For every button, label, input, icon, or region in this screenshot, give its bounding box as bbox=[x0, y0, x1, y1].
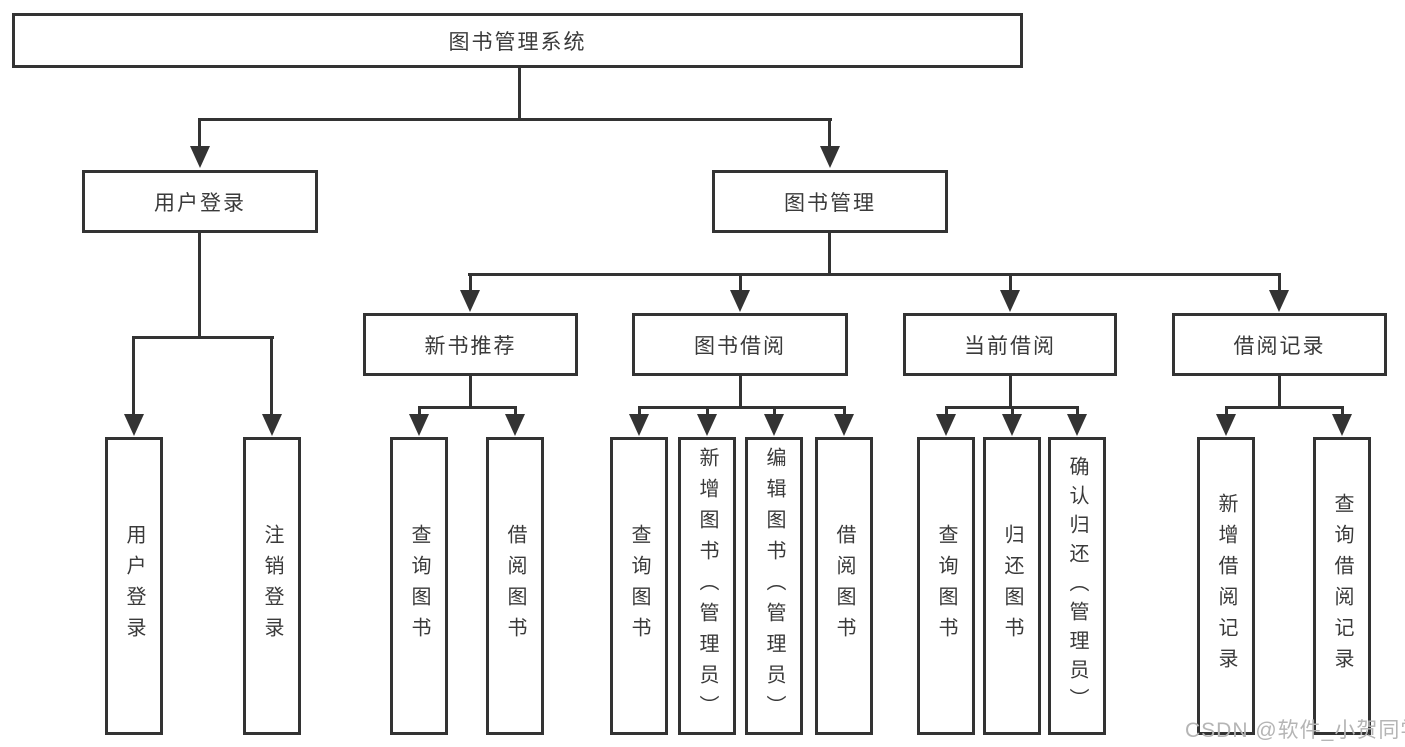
leaf-borrow-books-recommend-label: 借阅图书 bbox=[504, 524, 526, 648]
node-book-management: 图书管理 bbox=[712, 170, 948, 233]
arrowhead-down-icon bbox=[1332, 414, 1352, 436]
leaf-query-borrow-record: 查询借阅记录 bbox=[1313, 437, 1371, 735]
connector-line bbox=[1225, 408, 1228, 416]
node-book-borrow: 图书借阅 bbox=[632, 313, 848, 376]
leaf-borrow-books: 借阅图书 bbox=[815, 437, 873, 735]
connector-line bbox=[132, 336, 274, 339]
connector-line bbox=[1341, 408, 1344, 416]
arrowhead-down-icon bbox=[1269, 290, 1289, 312]
connector-line bbox=[198, 120, 201, 148]
leaf-edit-books-admin-label: 编辑图书（管理员） bbox=[763, 446, 785, 726]
leaf-confirm-return-admin-label: 确认归还（管理员） bbox=[1066, 455, 1088, 717]
leaf-confirm-return-admin: 确认归还（管理员） bbox=[1048, 437, 1106, 735]
node-book-borrow-label: 图书借阅 bbox=[694, 334, 786, 358]
connector-line bbox=[270, 338, 273, 415]
node-book-management-label: 图书管理 bbox=[784, 191, 876, 215]
node-user-login-label: 用户登录 bbox=[154, 191, 246, 215]
connector-line bbox=[828, 233, 831, 273]
connector-line bbox=[773, 408, 776, 416]
connector-line bbox=[518, 68, 521, 118]
connector-line bbox=[198, 233, 201, 336]
connector-line bbox=[418, 406, 517, 409]
leaf-query-books-recommend-label: 查询图书 bbox=[408, 524, 430, 648]
leaf-borrow-books-label: 借阅图书 bbox=[833, 524, 855, 648]
connector-line bbox=[198, 118, 832, 121]
arrowhead-down-icon bbox=[409, 414, 429, 436]
connector-line bbox=[706, 408, 709, 416]
connector-line bbox=[132, 338, 135, 415]
node-new-book-recommend: 新书推荐 bbox=[363, 313, 578, 376]
connector-line bbox=[1009, 376, 1012, 407]
arrowhead-down-icon bbox=[124, 414, 144, 436]
arrowhead-down-icon bbox=[460, 290, 480, 312]
leaf-query-books-current: 查询图书 bbox=[917, 437, 975, 735]
connector-line bbox=[843, 408, 846, 416]
leaf-query-books-recommend: 查询图书 bbox=[390, 437, 448, 735]
arrowhead-down-icon bbox=[1000, 290, 1020, 312]
leaf-add-borrow-record-label: 新增借阅记录 bbox=[1215, 493, 1237, 679]
leaf-query-books-borrow: 查询图书 bbox=[610, 437, 668, 735]
leaf-edit-books-admin: 编辑图书（管理员） bbox=[745, 437, 803, 735]
connector-line bbox=[469, 275, 472, 291]
leaf-logout: 注销登录 bbox=[243, 437, 301, 735]
arrowhead-down-icon bbox=[1067, 414, 1087, 436]
node-current-borrow-label: 当前借阅 bbox=[964, 334, 1056, 358]
connector-line bbox=[1278, 275, 1281, 291]
arrowhead-down-icon bbox=[834, 414, 854, 436]
arrowhead-down-icon bbox=[820, 146, 840, 168]
node-current-borrow: 当前借阅 bbox=[903, 313, 1117, 376]
node-borrow-records: 借阅记录 bbox=[1172, 313, 1387, 376]
leaf-return-books-label: 归还图书 bbox=[1001, 524, 1023, 648]
leaf-user-login-label: 用户登录 bbox=[123, 524, 145, 648]
leaf-return-books: 归还图书 bbox=[983, 437, 1041, 735]
connector-line bbox=[739, 376, 742, 407]
connector-line bbox=[945, 408, 948, 416]
leaf-add-books-admin-label: 新增图书（管理员） bbox=[696, 446, 718, 726]
connector-line bbox=[945, 406, 1079, 409]
arrowhead-down-icon bbox=[629, 414, 649, 436]
connector-line bbox=[739, 275, 742, 291]
leaf-add-books-admin: 新增图书（管理员） bbox=[678, 437, 736, 735]
arrowhead-down-icon bbox=[190, 146, 210, 168]
leaf-add-borrow-record: 新增借阅记录 bbox=[1197, 437, 1255, 735]
connector-line bbox=[1009, 275, 1012, 291]
arrowhead-down-icon bbox=[730, 290, 750, 312]
connector-line bbox=[1225, 406, 1344, 409]
arrowhead-down-icon bbox=[697, 414, 717, 436]
connector-line bbox=[1011, 408, 1014, 416]
leaf-query-books-borrow-label: 查询图书 bbox=[628, 524, 650, 648]
node-new-book-recommend-label: 新书推荐 bbox=[424, 334, 517, 358]
node-borrow-records-label: 借阅记录 bbox=[1233, 334, 1326, 358]
arrowhead-down-icon bbox=[1216, 414, 1236, 436]
connector-line bbox=[828, 120, 831, 148]
connector-line bbox=[1076, 408, 1079, 416]
connector-line bbox=[468, 273, 1281, 276]
node-user-login: 用户登录 bbox=[82, 170, 318, 233]
connector-line bbox=[638, 408, 641, 416]
leaf-query-books-current-label: 查询图书 bbox=[935, 524, 957, 648]
leaf-borrow-books-recommend: 借阅图书 bbox=[486, 437, 544, 735]
connector-line bbox=[418, 408, 421, 416]
connector-line bbox=[638, 406, 846, 409]
arrowhead-down-icon bbox=[262, 414, 282, 436]
arrowhead-down-icon bbox=[764, 414, 784, 436]
connector-line bbox=[514, 408, 517, 416]
arrowhead-down-icon bbox=[936, 414, 956, 436]
leaf-user-login: 用户登录 bbox=[105, 437, 163, 735]
connector-line bbox=[469, 376, 472, 407]
node-root-label: 图书管理系统 bbox=[448, 30, 587, 54]
arrowhead-down-icon bbox=[505, 414, 525, 436]
node-root: 图书管理系统 bbox=[12, 13, 1023, 68]
leaf-logout-label: 注销登录 bbox=[261, 524, 283, 648]
arrowhead-down-icon bbox=[1002, 414, 1022, 436]
connector-line bbox=[1278, 376, 1281, 407]
leaf-query-borrow-record-label: 查询借阅记录 bbox=[1331, 493, 1353, 679]
csdn-watermark: CSDN @软件_小贺同学 bbox=[1185, 719, 1405, 742]
